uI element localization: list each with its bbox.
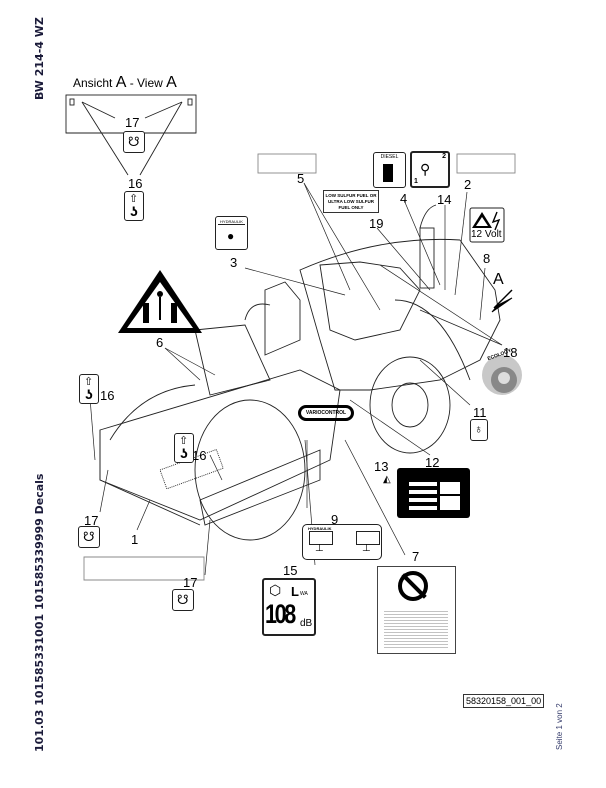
blank-label-2 bbox=[456, 153, 516, 174]
oil-drop-icon: ● bbox=[227, 229, 235, 243]
callout-16-left: 16 bbox=[100, 388, 115, 403]
type-plate-decal bbox=[397, 468, 470, 518]
hydraulic-level-decal: HYDRAULIK ⊥ ⊥ bbox=[302, 524, 382, 560]
hook-icon: ʖ bbox=[85, 386, 93, 402]
callout-15: 15 bbox=[283, 563, 298, 578]
tyre-valve-icon: ♁ bbox=[474, 422, 483, 436]
lashing-decal-left: ☋ bbox=[78, 526, 100, 548]
view-arrow bbox=[491, 297, 513, 313]
tank-cap-decal: 2 ⚲ 1 bbox=[410, 151, 450, 188]
lashing-decal-bottom: ☋ bbox=[172, 589, 194, 611]
level-knob-icon: ⊥ bbox=[362, 543, 371, 554]
callout-8: 8 bbox=[483, 251, 491, 266]
type-plate-text bbox=[440, 482, 460, 494]
warning-text bbox=[384, 609, 448, 649]
speaker-icon: ⬡ bbox=[269, 582, 282, 598]
callout-6: 6 bbox=[156, 335, 164, 350]
lever-icon: ⚲ bbox=[420, 161, 431, 177]
voltage-label: 12 Volt bbox=[471, 229, 502, 240]
diesel-decal: DIESEL bbox=[373, 152, 406, 188]
tether-decal: ◭ bbox=[383, 474, 391, 485]
ecology-decal bbox=[482, 355, 522, 395]
lift-arrow-icon: ⇧ bbox=[179, 435, 189, 447]
fuel-notice-decal: LOW SULFUR FUEL OR ULTRA LOW SULFUR FUEL… bbox=[323, 190, 379, 213]
blank-label-5 bbox=[257, 153, 317, 174]
crush-hazard-decal bbox=[118, 270, 202, 333]
tyre-decal: ♁ bbox=[470, 419, 488, 441]
callout-16-top: 16 bbox=[128, 176, 143, 191]
callout-view-a: A bbox=[493, 271, 504, 288]
view-caption: Ansicht A - View A bbox=[73, 74, 177, 91]
callout-5: 5 bbox=[297, 171, 305, 186]
lashing-icon: ☋ bbox=[128, 134, 140, 149]
hydraulic-oil-decal: HYDRAULIK ● bbox=[215, 216, 248, 250]
lifting-hook-decal-mid: ⇧ ʖ bbox=[174, 433, 194, 463]
lifting-hook-decal-left: ⇧ ʖ bbox=[79, 374, 99, 404]
callout-16-mid: 16 bbox=[192, 448, 207, 463]
type-plate-field bbox=[409, 482, 437, 486]
callout-3: 3 bbox=[230, 255, 238, 270]
voltage-decal bbox=[469, 207, 505, 243]
fuel-pump-icon bbox=[383, 164, 393, 182]
drawing-id: 58320158_001_00 bbox=[463, 694, 545, 708]
level-knob-icon: ⊥ bbox=[315, 543, 324, 554]
type-plate-field bbox=[409, 490, 437, 494]
cleaning-warning-decal bbox=[377, 566, 456, 654]
variocontrol-decal: VARIOCONTROL bbox=[298, 405, 354, 421]
noise-level-decal: ⬡ L WA 108 dB bbox=[262, 578, 316, 636]
lift-arrow-icon: ⇧ bbox=[129, 193, 139, 205]
callout-19: 19 bbox=[369, 216, 384, 231]
tank-icon bbox=[356, 531, 380, 545]
callout-1: 1 bbox=[131, 532, 139, 547]
callout-17-left: 17 bbox=[84, 513, 99, 528]
lashing-icon: ☋ bbox=[83, 529, 95, 544]
callout-4: 4 bbox=[400, 191, 408, 206]
callout-13: 13 bbox=[374, 459, 389, 474]
tank-icon bbox=[309, 531, 333, 545]
callout-9: 9 bbox=[331, 512, 339, 527]
hook-icon: ʖ bbox=[130, 203, 138, 219]
tether-icon: ◭ bbox=[383, 474, 391, 485]
callout-17-top: 17 bbox=[125, 115, 140, 130]
type-plate-field bbox=[409, 498, 437, 502]
prohibition-icon bbox=[398, 571, 428, 601]
lift-arrow-icon: ⇧ bbox=[84, 376, 94, 388]
callout-17-bottom: 17 bbox=[183, 575, 198, 590]
type-plate-text bbox=[440, 496, 460, 510]
lifting-hook-decal-top: ⇧ ʖ bbox=[124, 191, 144, 221]
lashing-icon: ☋ bbox=[177, 592, 189, 607]
hook-icon: ʖ bbox=[180, 445, 188, 461]
blank-label-1 bbox=[83, 556, 205, 581]
callout-7: 7 bbox=[412, 549, 420, 564]
callout-14: 14 bbox=[437, 192, 452, 207]
leader-lines bbox=[89, 182, 503, 576]
callout-11: 11 bbox=[473, 405, 487, 420]
callout-18: 18 bbox=[503, 345, 518, 360]
lashing-decal-top: ☋ bbox=[123, 131, 145, 153]
callout-2: 2 bbox=[464, 177, 472, 192]
callout-12: 12 bbox=[425, 455, 440, 470]
type-plate-field bbox=[409, 506, 437, 510]
page-number: Seite 1 von 2 bbox=[555, 703, 564, 750]
roller-body bbox=[99, 204, 501, 541]
